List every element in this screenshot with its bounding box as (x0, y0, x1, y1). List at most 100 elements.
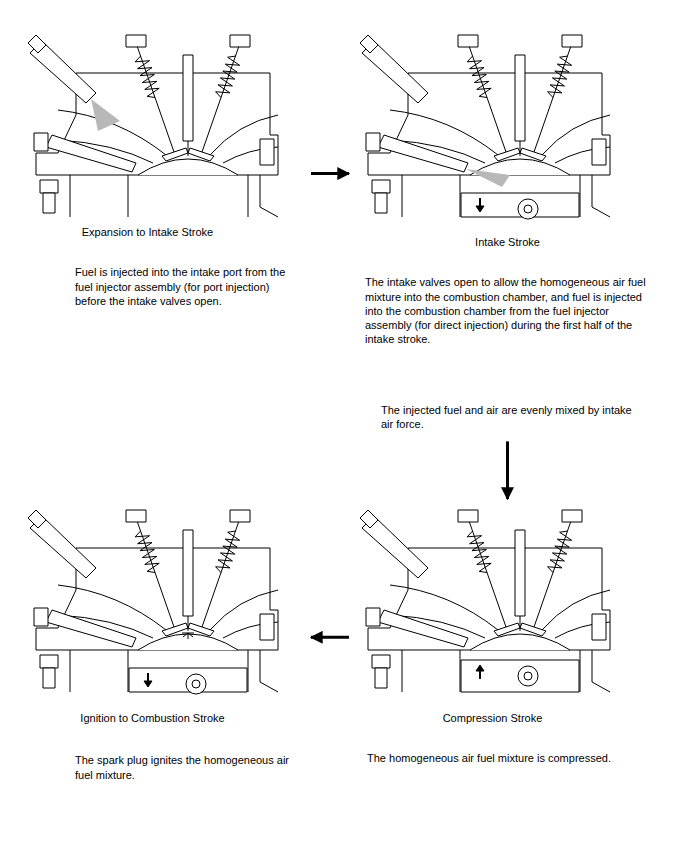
cylinder-wall (128, 650, 129, 692)
bracket (260, 139, 274, 165)
intake-valve-head (162, 623, 188, 636)
intake-valve-head (494, 148, 520, 161)
flow-arrow (506, 441, 509, 499)
injector-connector (28, 510, 46, 528)
block-edge (70, 175, 71, 217)
direct-injector (46, 135, 136, 172)
piston-pin (186, 674, 206, 694)
injector-connector (34, 133, 48, 151)
exhaust-valve-head (520, 623, 546, 636)
bracket (260, 175, 278, 217)
spark (188, 633, 194, 634)
bolt-head (40, 655, 58, 668)
spark (188, 633, 193, 637)
motion-arrow-head (144, 681, 152, 687)
valve-stem (468, 518, 506, 627)
valve-stem (534, 518, 572, 627)
bolt-head (372, 655, 390, 668)
injector-connector (366, 608, 380, 626)
stroke-heading: Intake Stroke (355, 235, 660, 249)
bolt-head (372, 180, 390, 193)
bracket (592, 175, 610, 217)
stroke-panel: Compression StrokeThe homogeneous air fu… (355, 505, 660, 770)
block-edge (70, 650, 71, 692)
spark-plug-electrode (520, 141, 521, 156)
valve-spring (467, 531, 491, 572)
stroke-heading: Compression Stroke (355, 711, 660, 725)
combustion-chamber (138, 159, 238, 175)
valve-spring (548, 56, 572, 97)
camshaft-cap (230, 35, 250, 47)
stroke-heading: Ignition to Combustion Stroke (20, 711, 305, 725)
spark-plug-electrode (520, 616, 521, 631)
stroke-description: The spark plug ignites the homogeneous a… (75, 753, 293, 782)
cylinder-wall (248, 650, 249, 692)
bolt-shank (43, 668, 55, 688)
cylinder-wall (580, 650, 581, 692)
piston-pin (524, 205, 532, 213)
bracket (260, 650, 278, 692)
spark-plug (183, 55, 193, 141)
block-edge (402, 175, 403, 217)
valve-spring (216, 56, 240, 97)
valve-spring (135, 56, 159, 97)
camshaft-cap (562, 510, 582, 522)
cylinder-wall (248, 175, 249, 217)
valve-spring (216, 531, 240, 572)
valve-stem (202, 518, 240, 627)
cylinder-wall (128, 175, 129, 217)
piston-pin (524, 672, 532, 680)
exhaust-valve-head (188, 148, 214, 161)
camshaft-cap (458, 35, 478, 47)
combustion-chamber (138, 634, 238, 650)
valve-stem (136, 518, 174, 627)
valve-stem (468, 43, 506, 152)
exhaust-valve-head (188, 623, 214, 636)
valve-spring (467, 56, 491, 97)
stroke-heading: Expansion to Intake Stroke (20, 225, 305, 239)
direct-injector (46, 610, 136, 647)
spark-plug-electrode (188, 141, 189, 156)
motion-arrow-head (476, 665, 484, 671)
bracket (260, 614, 274, 640)
bracket (592, 614, 606, 640)
camshaft-cap (458, 510, 478, 522)
direct-injector (378, 135, 468, 172)
valve-spring (548, 531, 572, 572)
cylinder-wall (460, 650, 461, 692)
exhaust-valve-head (520, 148, 546, 161)
intake-valve-head (494, 623, 520, 636)
bracket (592, 650, 610, 692)
injector-connector (34, 608, 48, 626)
valve-stem (534, 43, 572, 152)
direct-injector (378, 610, 468, 647)
stroke-panel: Expansion to Intake StrokeFuel is inject… (20, 35, 305, 312)
fuel-spray (91, 99, 120, 131)
piston-pin (518, 666, 538, 686)
injector-connector (360, 35, 378, 53)
stroke-description: Fuel is injected into the intake port fr… (75, 265, 293, 308)
injector-connector (366, 133, 380, 151)
cylinder-wall (580, 175, 581, 217)
piston (461, 660, 579, 692)
block-edge (402, 650, 403, 692)
intake-valve-head (162, 148, 188, 161)
camshaft-cap (230, 510, 250, 522)
valve-stem (202, 43, 240, 152)
flow-arrow (311, 636, 349, 639)
injector-connector (28, 35, 46, 53)
bracket (592, 139, 606, 165)
bolt-shank (43, 193, 55, 213)
spark (183, 633, 188, 637)
valve-stem (136, 43, 174, 152)
spark-plug-electrode (188, 616, 189, 631)
piston-pin (518, 199, 538, 219)
bolt-head (40, 180, 58, 193)
stroke-panel: Ignition to Combustion StrokeThe spark p… (20, 505, 305, 786)
stroke-description: The homogeneous air fuel mixture is comp… (367, 751, 655, 765)
stroke-note: The injected fuel and air are evenly mix… (381, 403, 641, 432)
stroke-description: The intake valves open to allow the homo… (365, 275, 655, 346)
